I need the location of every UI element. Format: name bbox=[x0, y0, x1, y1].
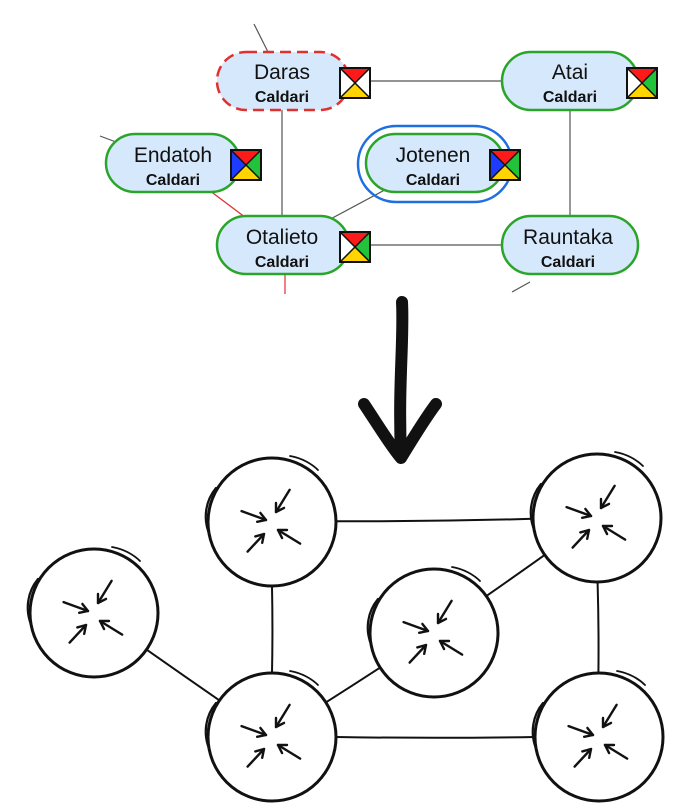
node-region: Caldari bbox=[255, 89, 309, 106]
node-left[interactable] bbox=[26, 546, 160, 679]
node-rauntaka[interactable]: Rauntaka Caldari bbox=[500, 214, 640, 276]
sketch-graph bbox=[26, 451, 665, 803]
sketch-edge bbox=[596, 580, 600, 675]
edge-stub bbox=[511, 281, 531, 293]
node-region: Caldari bbox=[146, 172, 200, 189]
inward-arrows-icon bbox=[240, 703, 302, 768]
node-endatoh[interactable]: Endatoh Caldari bbox=[104, 132, 262, 194]
sketch-edge bbox=[324, 666, 382, 704]
node-name: Otalieto bbox=[246, 226, 318, 249]
node-name: Jotenen bbox=[396, 144, 471, 167]
inward-arrows-icon bbox=[62, 579, 124, 644]
node-daras[interactable]: Daras Caldari bbox=[215, 50, 371, 112]
inward-arrows-icon bbox=[567, 703, 629, 768]
node-jotenen[interactable]: Jotenen Caldari bbox=[356, 124, 521, 204]
node-region: Caldari bbox=[406, 172, 460, 189]
node-otalieto[interactable]: Otalieto Caldari bbox=[215, 214, 371, 276]
sketch-edge bbox=[334, 517, 535, 523]
inward-arrows-icon bbox=[240, 488, 302, 553]
status-icon-red-yellow-green bbox=[626, 67, 658, 99]
node-region: Caldari bbox=[543, 89, 597, 106]
node-middle[interactable] bbox=[366, 566, 500, 699]
edge-stub bbox=[99, 135, 117, 143]
inward-arrows-icon bbox=[565, 484, 627, 549]
status-icon-all-colors bbox=[230, 149, 262, 181]
arrow-down-icon bbox=[358, 296, 442, 464]
node-name: Rauntaka bbox=[523, 226, 613, 249]
sketch-edge bbox=[335, 736, 536, 739]
status-icon-all-colors bbox=[489, 149, 521, 181]
sketch-edge bbox=[485, 553, 546, 598]
node-name: Endatoh bbox=[134, 144, 212, 167]
node-bottom-left[interactable] bbox=[204, 670, 338, 803]
inward-arrows-icon bbox=[402, 599, 464, 664]
status-icon-red-yellow bbox=[339, 67, 371, 99]
system-map: Daras Caldari Atai Caldari Endatoh Calda… bbox=[99, 23, 658, 294]
sketch-edge bbox=[145, 648, 221, 702]
node-name: Daras bbox=[254, 61, 310, 84]
node-name: Atai bbox=[552, 61, 588, 84]
sketch-edges bbox=[145, 517, 600, 739]
edge-stub bbox=[253, 23, 269, 53]
node-top-right[interactable] bbox=[529, 451, 663, 584]
node-atai[interactable]: Atai Caldari bbox=[500, 50, 658, 112]
node-region: Caldari bbox=[255, 254, 309, 271]
map-nodes: Daras Caldari Atai Caldari Endatoh Calda… bbox=[104, 50, 658, 276]
sketch-nodes bbox=[26, 451, 665, 803]
edge-stubs bbox=[99, 23, 531, 294]
node-top-left[interactable] bbox=[204, 455, 338, 588]
status-icon-red-yellow-green bbox=[339, 231, 371, 263]
node-region: Caldari bbox=[541, 254, 595, 271]
node-bottom-right[interactable] bbox=[531, 670, 665, 803]
